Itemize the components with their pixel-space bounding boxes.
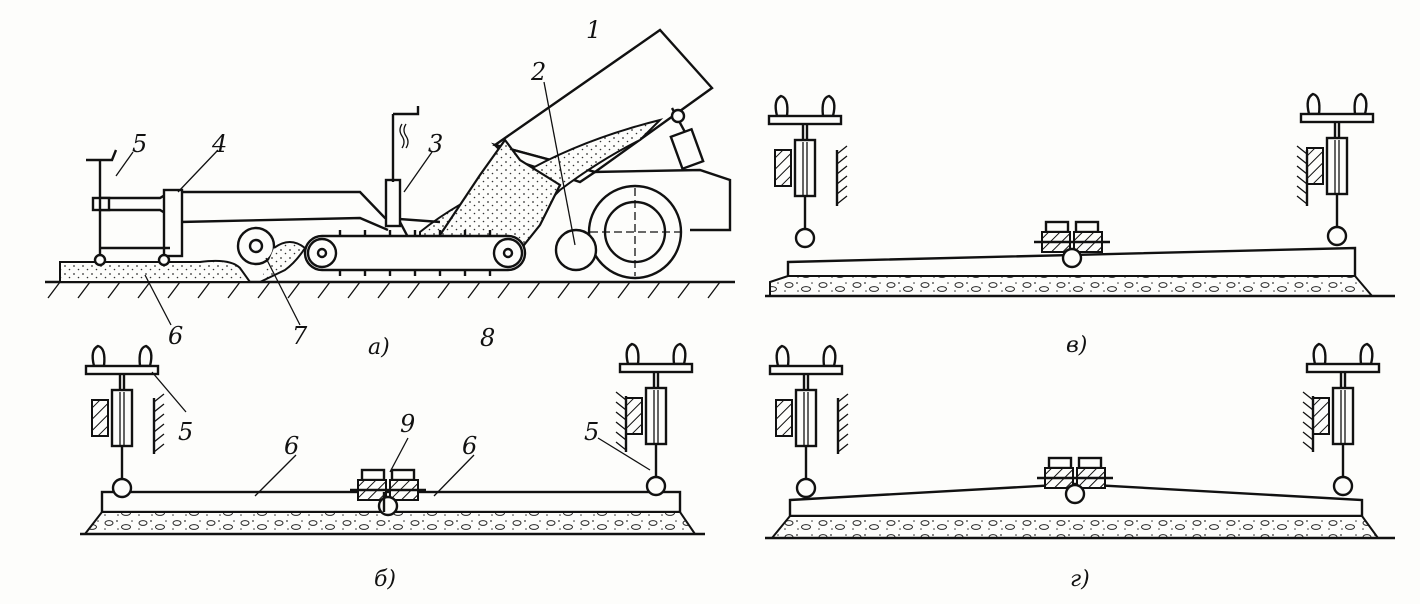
caption-a: а) [368,335,390,360]
callout-7: 7 [292,322,308,350]
caption-b: б) [374,567,396,592]
caption-v: в) [1066,333,1087,358]
panel-g-screed-diagram: г) [765,342,1395,592]
callout-6: 6 [168,322,183,350]
crawler-track [303,234,527,272]
callout-1: 1 [586,16,601,44]
callout-b-5-right: 5 [584,418,599,446]
panel-a-paver-machine: 5 4 3 2 1 6 7 8 а) [45,16,735,360]
screed-plate [162,188,184,258]
panel-b-screed-diagram: 5 5 6 6 9 б) [80,342,705,592]
callout-b-6-right: 6 [462,432,477,460]
callout-b-9: 9 [400,410,415,438]
callout-b-5-left: 5 [178,418,193,446]
base-layer-g [769,515,1380,539]
callout-8: 8 [480,324,495,352]
callout-2: 2 [530,58,546,86]
callout-b-6-left: 6 [284,432,299,460]
caption-g: г) [1070,567,1090,592]
ground-hatching-a [47,281,721,299]
base-layer-v [769,275,1375,297]
callout-4: 4 [211,130,227,158]
pusher-roller [554,228,598,272]
callout-5: 5 [132,130,147,158]
callout-3: 3 [428,130,443,158]
laid-layer [59,259,252,283]
panel-v-screed-diagram: в) [765,92,1395,358]
tamper-bar [384,178,402,228]
